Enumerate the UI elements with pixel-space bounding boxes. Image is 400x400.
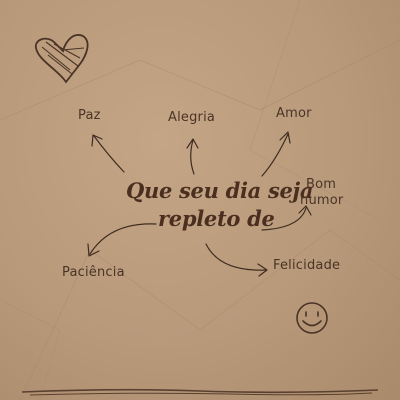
arrow-to-felicidade [205, 243, 267, 271]
arrow-to-paz [93, 135, 125, 173]
word-felicidade: Felicidade [273, 258, 341, 273]
word-paz: Paz [78, 108, 101, 123]
word-bom: Bom [306, 177, 337, 192]
word-paciencia: Paciência [62, 265, 125, 280]
word-alegria: Alegria [168, 110, 216, 125]
arrow-to-paciencia [89, 223, 157, 255]
arrow-to-amor [261, 133, 289, 177]
center-title-line2: repleto de [158, 206, 275, 231]
center-title-line1: Que seu dia seja [126, 178, 314, 203]
arrow-to-alegria [190, 139, 195, 175]
word-amor: Amor [276, 106, 312, 121]
word-humor: humor [300, 193, 344, 208]
arrow-to-bom-humor [261, 207, 307, 231]
